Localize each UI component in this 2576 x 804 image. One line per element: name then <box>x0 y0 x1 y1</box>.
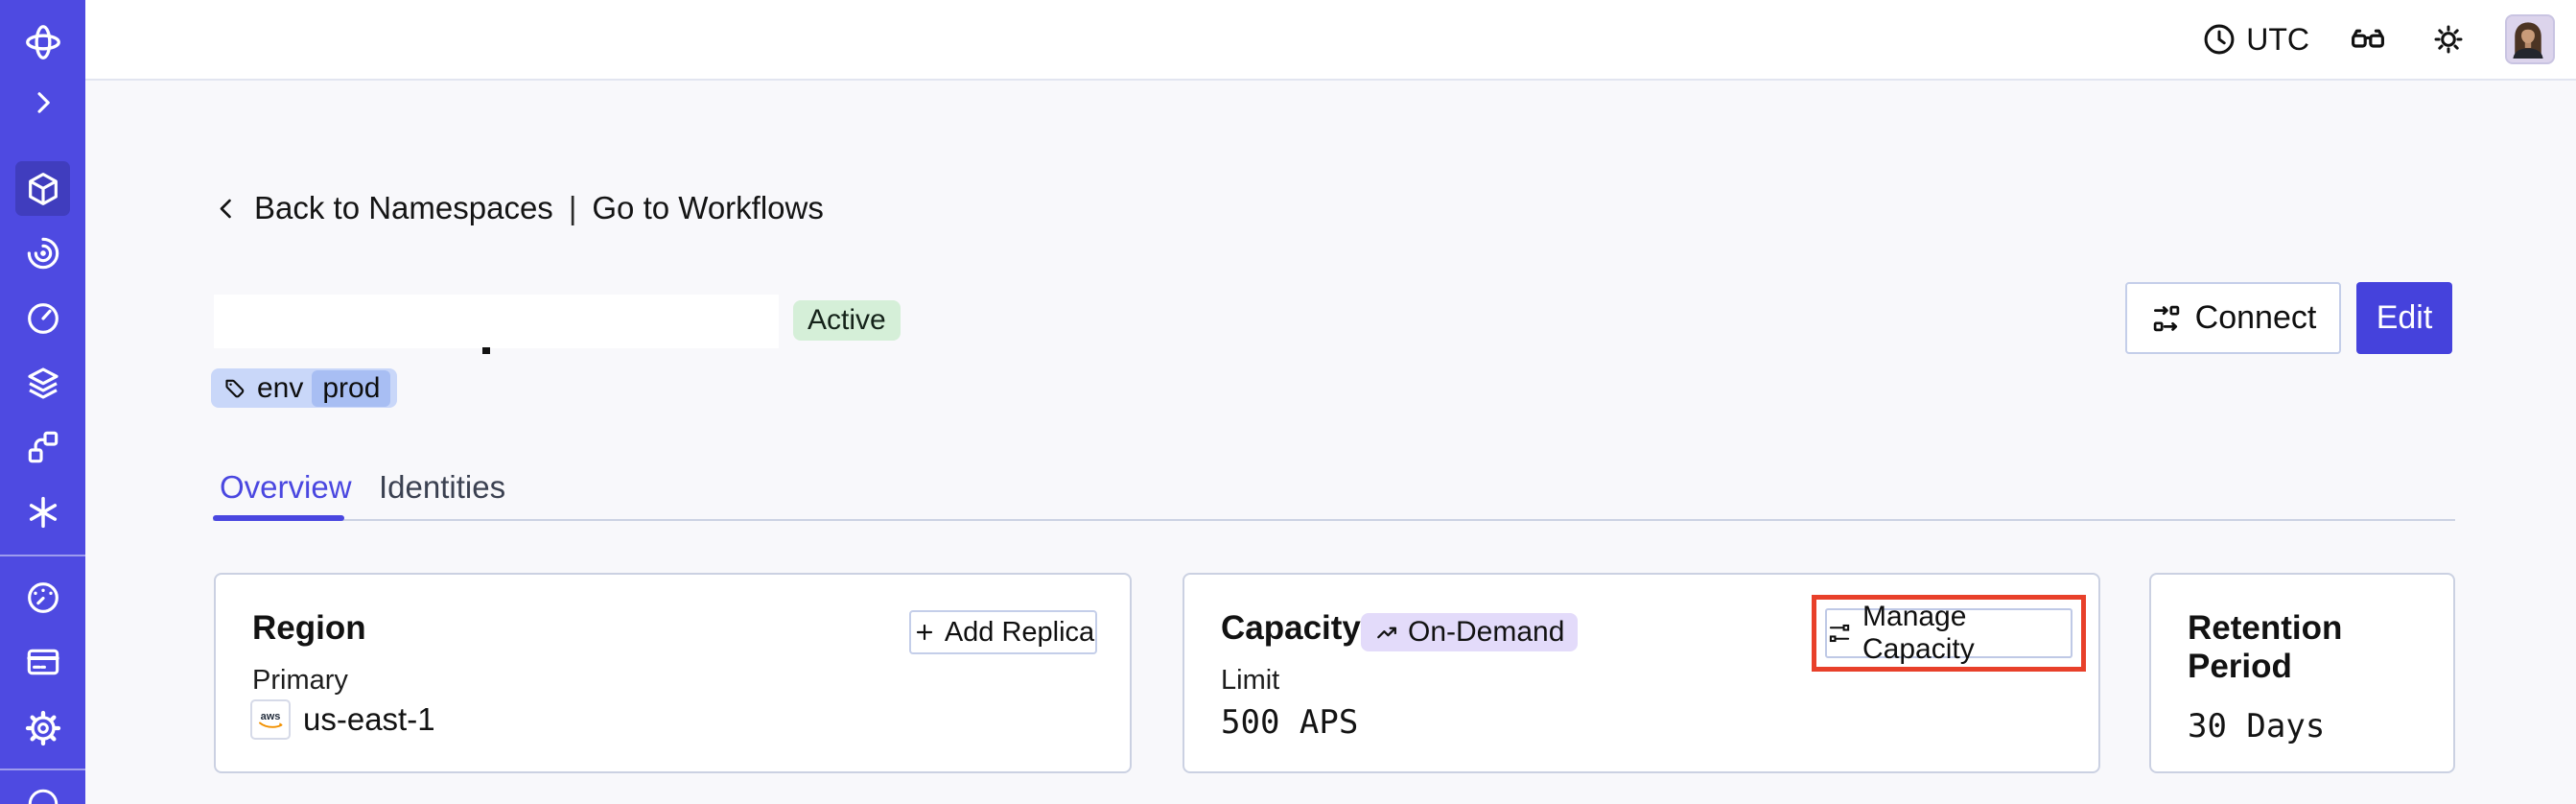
support-icon <box>28 789 58 804</box>
spiral-icon <box>27 237 59 270</box>
trending-up-icon <box>1377 627 1396 638</box>
capacity-card: Capacity On-Demand Manage Capacity Limit… <box>1183 573 2100 773</box>
sidebar-item-billing[interactable] <box>0 643 85 681</box>
credit-card-icon <box>26 649 59 675</box>
tag-value: prod <box>312 369 391 407</box>
sidebar-item-support[interactable] <box>0 789 85 804</box>
temporal-logo[interactable] <box>0 22 85 62</box>
tab-identities[interactable]: Identities <box>379 469 506 505</box>
asterisk-icon <box>29 496 57 529</box>
on-demand-badge: On-Demand <box>1361 613 1579 651</box>
sidebar-item-namespaces[interactable] <box>0 170 85 208</box>
capacity-value: 500 APS <box>1221 703 1359 742</box>
tag-key: env <box>257 371 304 404</box>
user-avatar[interactable] <box>2505 14 2555 64</box>
manage-capacity-button[interactable]: Manage Capacity <box>1825 601 2073 665</box>
sun-icon <box>2434 25 2463 54</box>
sidebar-item-usage[interactable] <box>0 579 85 617</box>
namespace-title-redacted <box>214 295 779 348</box>
retention-card: Retention Period 30 Days <box>2149 573 2455 773</box>
workflow-branch-icon <box>28 431 58 463</box>
sidebar-expand-button[interactable] <box>0 86 85 119</box>
primary-label: Primary <box>252 665 348 696</box>
region-value: us-east-1 <box>303 701 435 737</box>
back-chevron-icon[interactable] <box>213 196 239 222</box>
connect-button[interactable]: Connect <box>2125 282 2341 354</box>
aws-provider-chip: aws <box>250 699 291 740</box>
sidebar-divider <box>0 769 85 770</box>
active-tab-underline <box>213 515 344 521</box>
sidebar-divider <box>0 555 85 556</box>
chevron-right-icon <box>36 92 50 113</box>
sidebar-item-workflows[interactable] <box>0 234 85 272</box>
tab-overview[interactable]: Overview <box>220 469 352 505</box>
temporal-logo-icon <box>25 25 60 59</box>
clock-icon <box>2204 24 2235 55</box>
add-replica-button[interactable]: Add Replica <box>909 610 1097 654</box>
retention-card-title: Retention Period <box>2188 609 2343 685</box>
plus-icon <box>916 624 932 641</box>
connect-button-label: Connect <box>2194 299 2317 336</box>
svg-text:aws: aws <box>261 711 281 722</box>
add-replica-label: Add Replica <box>944 616 1095 648</box>
edit-button-label: Edit <box>2376 299 2433 336</box>
manage-capacity-label: Manage Capacity <box>1862 601 1975 665</box>
tabs-baseline <box>213 519 2455 521</box>
glasses-icon <box>2352 29 2384 48</box>
timezone-selector[interactable]: UTC <box>2201 21 2309 58</box>
gauge-icon <box>27 582 59 613</box>
gear-icon <box>25 710 60 746</box>
timezone-label: UTC <box>2246 21 2309 57</box>
capacity-card-title: Capacity <box>1221 609 1361 647</box>
region-card: Region Add Replica Primary aws us-east-1 <box>214 573 1132 773</box>
redaction-artifact <box>482 347 490 354</box>
timer-icon <box>27 303 59 334</box>
breadcrumb: Back to Namespaces | Go to Workflows <box>213 190 824 226</box>
region-card-title: Region <box>252 609 366 647</box>
limit-label: Limit <box>1221 665 1280 696</box>
annotation-highlight-box: Manage Capacity <box>1812 595 2086 672</box>
go-to-workflows-link[interactable]: Go to Workflows <box>592 190 824 225</box>
topbar: UTC <box>85 0 2576 81</box>
status-badge: Active <box>793 300 901 341</box>
sliders-icon <box>1829 624 1850 643</box>
region-value-row: aws us-east-1 <box>250 699 435 740</box>
theme-toggle[interactable] <box>2430 21 2467 58</box>
aws-logo-icon: aws <box>259 711 283 728</box>
sidebar-item-nexus[interactable] <box>0 493 85 532</box>
avatar-image <box>2507 16 2549 59</box>
sidebar-item-batch-operations[interactable] <box>0 364 85 402</box>
sidebar <box>0 0 85 804</box>
connect-flow-icon <box>2153 305 2179 331</box>
sidebar-item-deployments[interactable] <box>0 428 85 466</box>
sidebar-item-schedules[interactable] <box>0 299 85 338</box>
breadcrumb-separator: | <box>568 190 577 225</box>
namespace-tag: env prod <box>211 368 398 408</box>
cube-icon <box>28 173 58 205</box>
sidebar-item-settings[interactable] <box>0 709 85 747</box>
labs-toggle[interactable] <box>2348 19 2388 59</box>
tag-icon <box>225 379 245 398</box>
retention-value: 30 Days <box>2188 707 2326 745</box>
back-to-namespaces-link[interactable]: Back to Namespaces <box>254 190 553 225</box>
layers-icon <box>27 367 59 399</box>
on-demand-badge-label: On-Demand <box>1408 616 1565 648</box>
edit-button[interactable]: Edit <box>2356 282 2452 354</box>
